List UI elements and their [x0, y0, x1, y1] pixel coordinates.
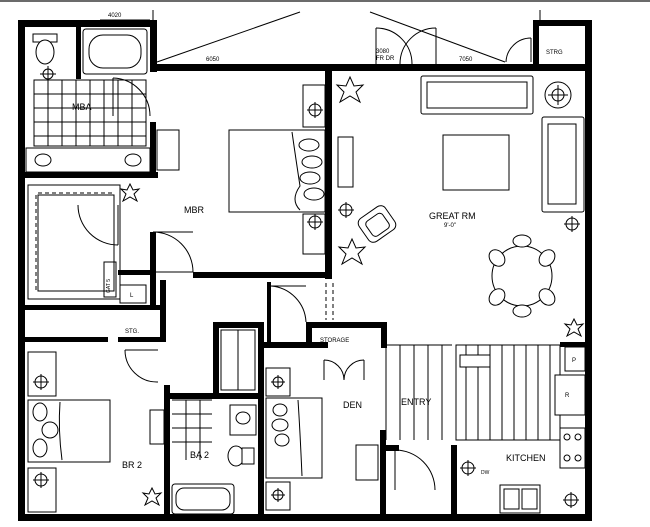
br2	[27, 351, 165, 513]
label-mba: MBA	[72, 102, 92, 112]
wall-north-mbr	[150, 64, 330, 71]
pantry	[564, 346, 586, 372]
wall-south	[18, 514, 592, 521]
tag-3080: 3080	[376, 49, 390, 55]
tag-fr-dr: FR DR	[376, 56, 395, 62]
label-stg: STG.	[125, 329, 139, 335]
linen-closet	[119, 284, 147, 304]
wall-mbr-great	[325, 64, 332, 279]
wall-storage-top	[310, 322, 387, 328]
sink-right	[124, 153, 142, 167]
top-border	[0, 0, 650, 2]
label-refrigerator: R	[565, 393, 570, 399]
label-entry: ENTRY	[401, 397, 431, 407]
nightstand-bottom	[302, 213, 326, 255]
interior-walls	[18, 24, 590, 521]
label-gate: GAT 5	[106, 279, 112, 293]
wall-wic-south	[18, 305, 126, 310]
label-kitchen: KITCHEN	[506, 453, 546, 463]
wall-hall-side	[267, 282, 271, 344]
wall-storage-left	[306, 322, 312, 348]
wall-north-mba	[18, 20, 156, 27]
wall-mba-east-top	[150, 20, 157, 72]
label-dishwasher: DW	[481, 470, 490, 476]
wall-br2-north	[18, 337, 108, 342]
toilet-bowl	[35, 39, 55, 65]
label-strg: STRG	[546, 50, 563, 56]
wall-kitchen-west	[451, 445, 457, 521]
label-storage: STORAGE	[320, 338, 349, 344]
label-linen: L	[130, 293, 134, 299]
kitchen	[455, 344, 586, 514]
ba2	[171, 399, 257, 515]
mba-fixtures	[25, 28, 180, 173]
storage-hall	[124, 285, 365, 391]
wall-den-west	[258, 360, 264, 520]
wall-toilet	[76, 24, 81, 79]
coffee-table	[442, 134, 510, 191]
wall-mba-east-bottom	[150, 122, 156, 178]
label-mbr: MBR	[184, 205, 205, 215]
wall-east	[585, 64, 592, 521]
entry	[385, 344, 452, 491]
bed-den	[265, 397, 323, 479]
wall-strg-top	[533, 20, 592, 26]
wall-storage-right	[381, 322, 387, 348]
wall-linen-top	[118, 270, 156, 275]
wall-ba2-north	[164, 393, 264, 399]
bed-mbr	[228, 129, 326, 213]
den	[265, 367, 379, 511]
tag-7050: 7050	[459, 57, 473, 63]
walk-in-closet	[27, 184, 147, 304]
wall-strg-left	[533, 20, 539, 68]
label-great-rm: GREAT RM	[429, 211, 476, 221]
label-great-rm-height: 9'-0"	[444, 223, 456, 229]
labels: MBA MBR GREAT RM 9'-0" DEN ENTRY KITCHEN…	[72, 13, 576, 476]
windows	[19, 65, 550, 520]
wall-mba-south	[18, 172, 158, 178]
loveseat	[541, 116, 585, 213]
wall-br2-east	[164, 385, 170, 521]
mbr-dresser	[156, 129, 180, 171]
wall-storage-bottom	[258, 342, 328, 348]
range	[559, 427, 586, 469]
refrigerator	[554, 374, 586, 416]
wall-hall-closet-top	[213, 322, 263, 328]
wall-stg-east	[160, 280, 166, 340]
wall-west	[18, 20, 25, 520]
mbr	[119, 84, 326, 273]
bed-br2	[27, 399, 111, 463]
sofa-top	[420, 75, 534, 115]
media-cabinet	[337, 136, 354, 188]
wall-hall-closet-left	[213, 322, 219, 394]
wall-strg-right	[585, 20, 592, 68]
great-room	[325, 75, 585, 338]
wall-den-east	[380, 430, 386, 521]
wall-pantry	[560, 342, 590, 347]
kitchen-sink	[499, 484, 541, 514]
wall-linen-bottom	[118, 305, 166, 310]
exterior-walls	[18, 20, 592, 521]
tag-4020: 4020	[108, 13, 122, 19]
bathtub-inner	[88, 34, 142, 69]
wall-stg-south	[118, 337, 166, 342]
label-br2: BR 2	[122, 460, 142, 470]
label-ba2: BA 2	[190, 450, 209, 460]
tag-6050: 6050	[206, 57, 220, 63]
ba2-tub	[171, 483, 235, 515]
wall-mbr-south	[193, 272, 332, 278]
nightstand-top	[302, 84, 326, 128]
wall-north-great	[330, 64, 592, 71]
label-pantry: P	[572, 358, 576, 364]
wall-entry-stub	[386, 445, 399, 451]
label-den: DEN	[343, 400, 362, 410]
sink-left	[34, 153, 52, 167]
patio	[100, 10, 541, 65]
